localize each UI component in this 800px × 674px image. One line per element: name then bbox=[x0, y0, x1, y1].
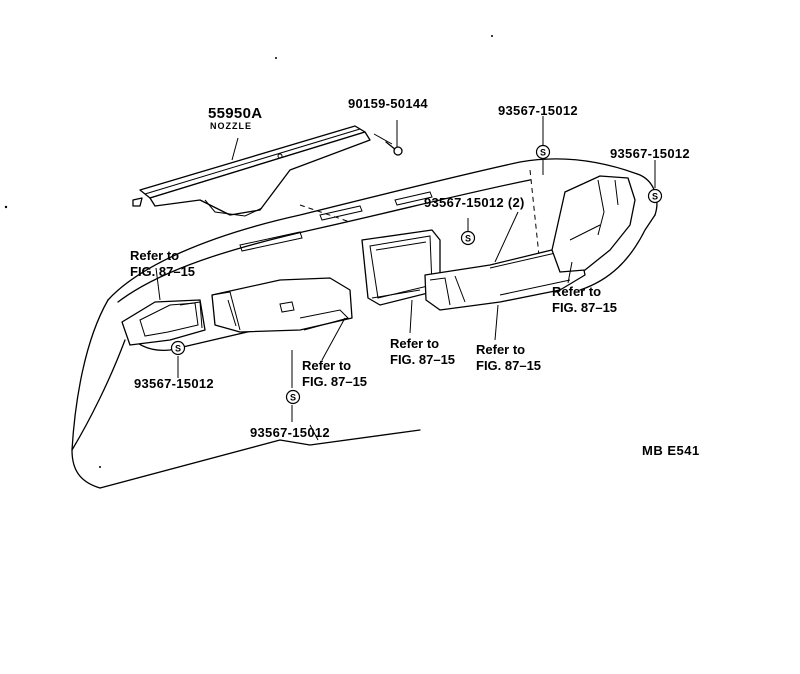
clip-symbol-left: S bbox=[170, 340, 186, 356]
screw-part-number: 90159-50144 bbox=[348, 96, 428, 111]
scan-specks bbox=[4, 35, 493, 468]
clip-symbol-bottom: S bbox=[285, 389, 301, 405]
clip-part-number-mid: 93567-15012 (2) bbox=[424, 195, 525, 210]
clip-part-number-left: 93567-15012 bbox=[134, 376, 214, 391]
svg-text:S: S bbox=[652, 192, 658, 202]
leader-lines bbox=[155, 116, 656, 441]
nozzle-part-number: 55950A bbox=[208, 105, 263, 122]
clip-part-number-right: 93567-15012 bbox=[610, 146, 690, 161]
svg-text:S: S bbox=[465, 234, 471, 244]
side-vent-left-part bbox=[121, 299, 206, 346]
center-left-duct-part bbox=[211, 277, 353, 333]
svg-text:S: S bbox=[290, 393, 296, 403]
defroster-nozzle-part bbox=[132, 125, 393, 217]
clip-symbol-mid: S bbox=[460, 230, 476, 246]
clip-symbol-top: S bbox=[535, 144, 551, 160]
clip-part-number-top: 93567-15012 bbox=[498, 103, 578, 118]
diagram-code: MB E541 bbox=[642, 443, 700, 458]
screw-part bbox=[385, 120, 403, 156]
side-duct-right-part bbox=[551, 175, 636, 273]
clip-symbols: S S S S S bbox=[170, 144, 663, 405]
svg-text:S: S bbox=[540, 148, 546, 158]
clip-part-number-bottom: 93567-15012 bbox=[250, 425, 330, 440]
clip-symbol-right: S bbox=[647, 188, 663, 204]
svg-text:S: S bbox=[175, 344, 181, 354]
nozzle-part-name: NOZZLE bbox=[210, 121, 252, 131]
